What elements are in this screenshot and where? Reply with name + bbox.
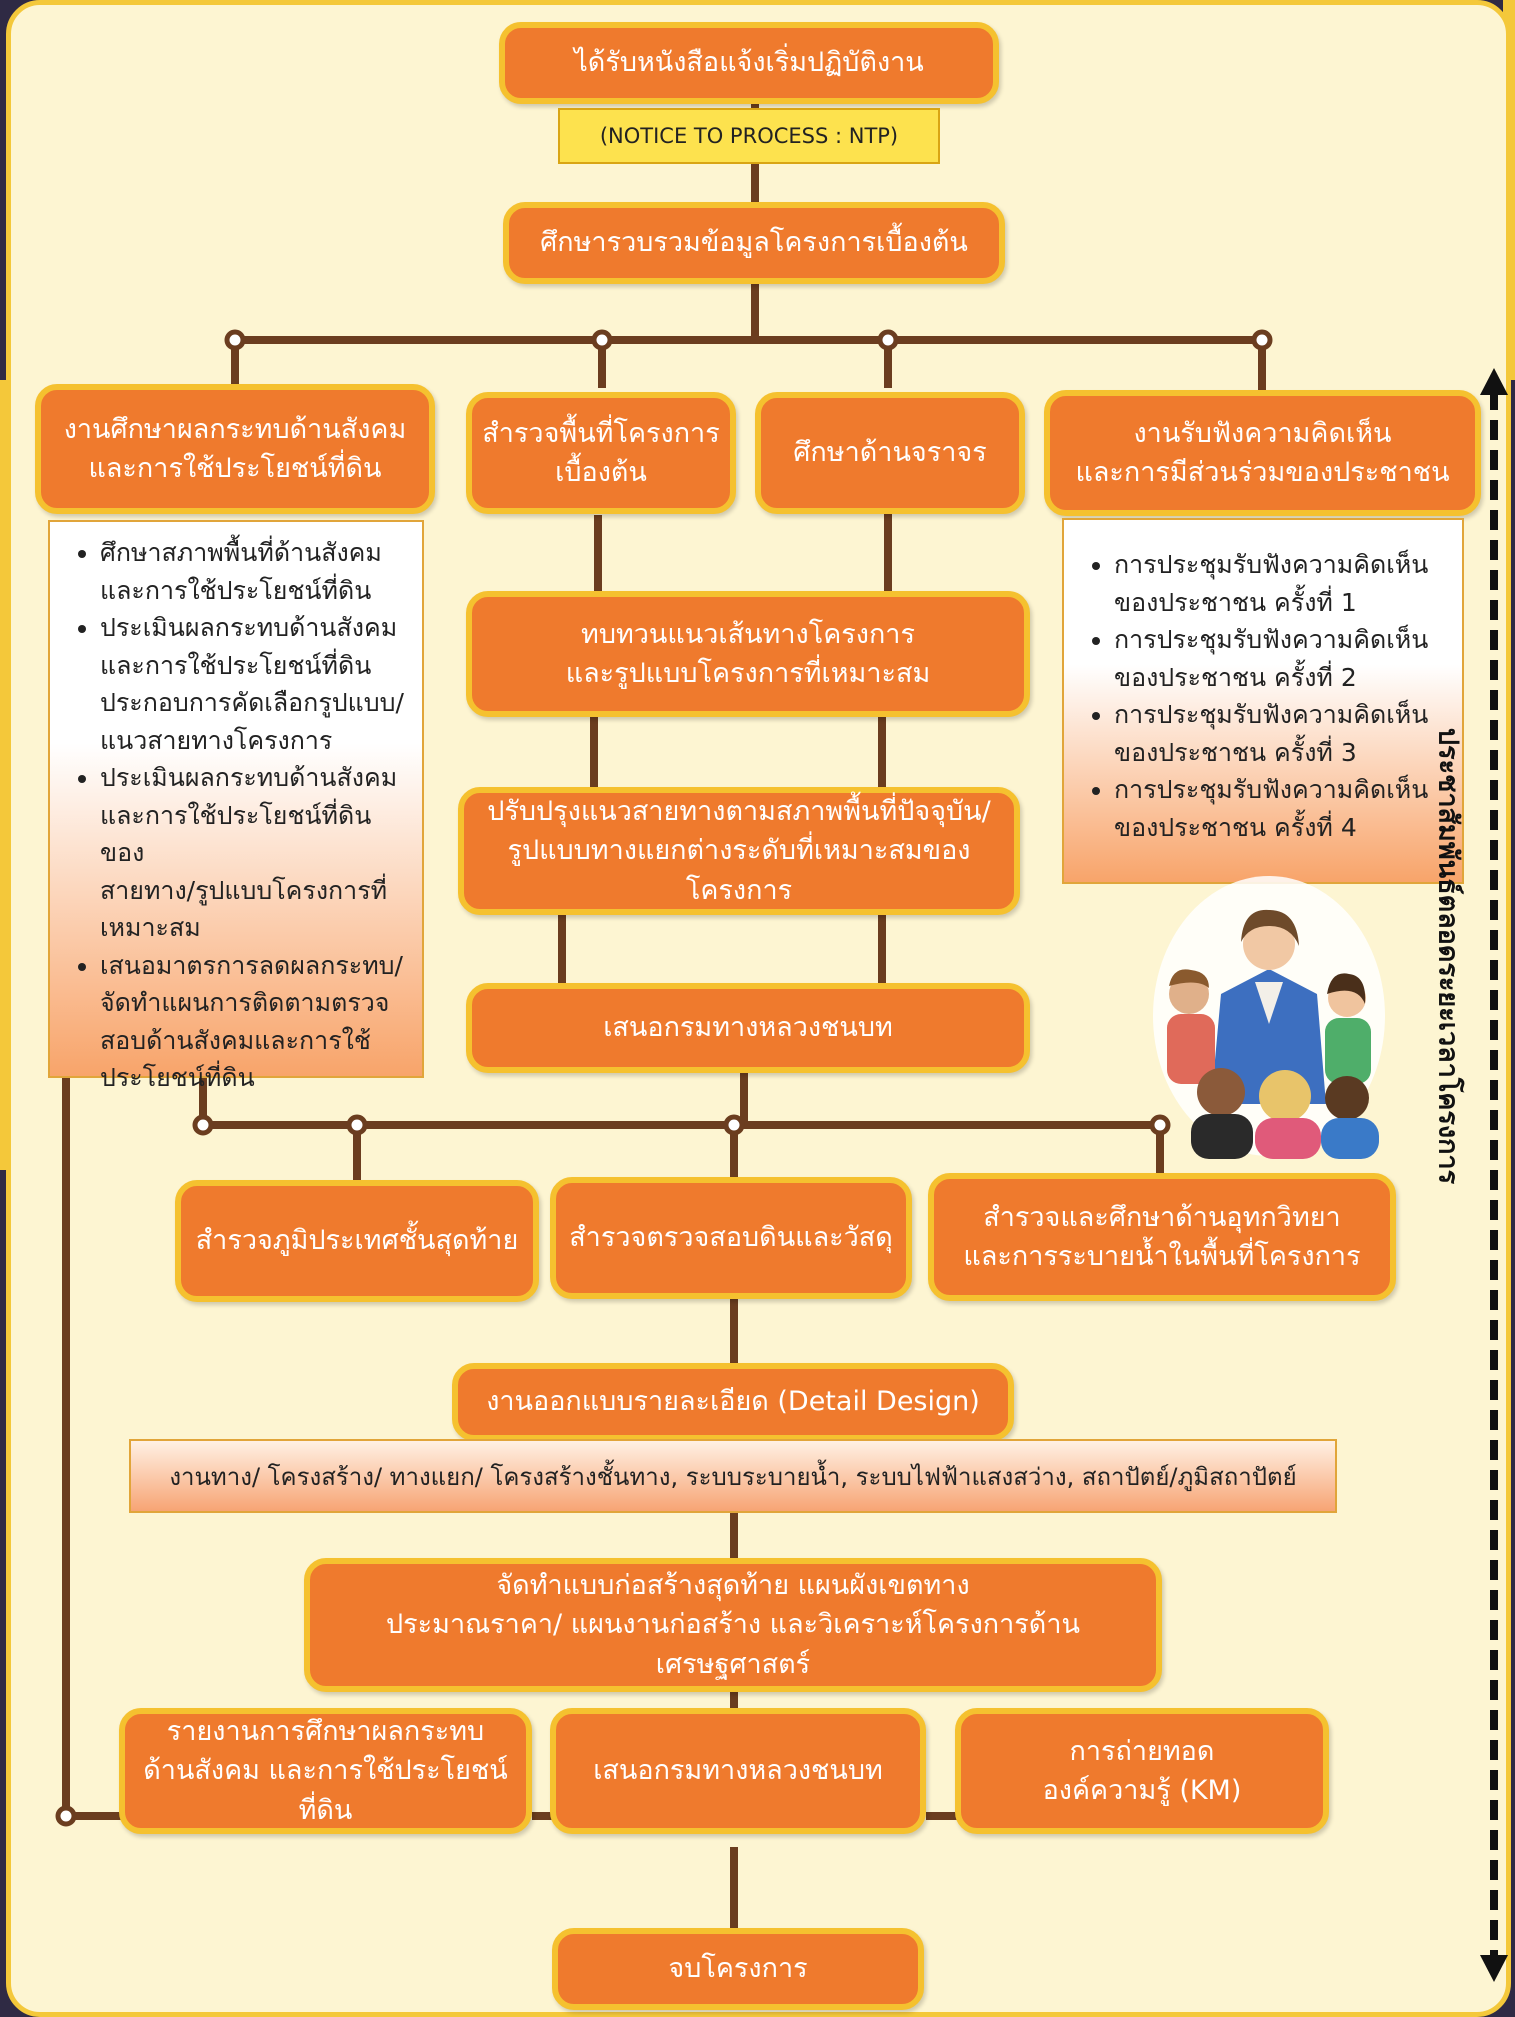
social-report-label: รายงานการศึกษาผลกระทบ ด้านสังคม และการใช…: [143, 1716, 508, 1826]
soil-survey-label: สำรวจตรวจสอบดินและวัสดุ: [569, 1222, 893, 1254]
social-tasks-list: ศึกษาสภาพพื้นที่ด้านสังคม และการใช้ประโย…: [48, 520, 424, 1092]
review-route-box: ทบทวนแนวเส้นทางโครงการ และรูปแบบโครงการท…: [466, 591, 1030, 717]
hearing-meetings-list: การประชุมรับฟังความคิดเห็น ของประชาชน คร…: [1062, 518, 1464, 884]
middle-connectors: [558, 510, 892, 985]
detail-design-items-label: งานทาง/ โครงสร้าง/ ทางแยก/ โครงสร้างชั้น…: [169, 1462, 1297, 1491]
detail-design-label: งานออกแบบรายละเอียด (Detail Design): [486, 1386, 980, 1418]
report-connectors: [62, 1075, 957, 1820]
improve-route-box: ปรับปรุงแนวสายทางตามสภาพพื้นที่ปัจจุบัน/…: [458, 787, 1020, 915]
collect-box: ศึกษารวบรวมข้อมูลโครงการเบื้องต้น: [503, 202, 1005, 284]
end-project-label: จบโครงการ: [668, 1953, 808, 1985]
collect-label: ศึกษารวบรวมข้อมูลโครงการเบื้องต้น: [540, 227, 968, 259]
social-task-item: เสนอมาตรการลดผลกระทบ/ จัดทำแผนการติดตามต…: [100, 947, 408, 1097]
social-study-box: งานศึกษาผลกระทบด้านสังคม และการใช้ประโยช…: [35, 384, 435, 514]
review-route-label: ทบทวนแนวเส้นทางโครงการ และรูปแบบโครงการท…: [565, 618, 931, 689]
hearing-meeting-item: การประชุมรับฟังความคิดเห็น ของประชาชน คร…: [1114, 771, 1448, 846]
end-project-box: จบโครงการ: [552, 1928, 924, 2010]
side-publicity-label: ประชาสัมพันธ์ตลอดระยะเวลาโครงการ: [1432, 727, 1464, 1185]
propose-department-box-1: เสนอกรมทางหลวงชนบท: [466, 983, 1030, 1073]
start-label: ได้รับหนังสือแจ้งเริ่มปฏิบัติงาน: [574, 47, 924, 79]
site-survey-box: สำรวจพื้นที่โครงการ เบื้องต้น: [466, 392, 736, 514]
site-survey-label: สำรวจพื้นที่โครงการ เบื้องต้น: [482, 417, 720, 488]
final-design-label: จัดทำแบบก่อสร้างสุดท้าย แผนผังเขตทาง ประ…: [386, 1570, 1080, 1680]
side-arrow: [1480, 368, 1508, 1982]
final-topo-survey-box: สำรวจภูมิประเทศชั้นสุดท้าย: [175, 1180, 539, 1302]
hearing-meeting-item: การประชุมรับฟังความคิดเห็น ของประชาชน คร…: [1114, 696, 1448, 771]
improve-route-label: ปรับปรุงแนวสายทางตามสภาพพื้นที่ปัจจุบัน/…: [487, 796, 991, 906]
hydrology-box: สำรวจและศึกษาด้านอุทกวิทยา และการระบายน้…: [928, 1173, 1396, 1301]
arrow-up-head: [1480, 368, 1508, 395]
social-task-item: ศึกษาสภาพพื้นที่ด้านสังคม และการใช้ประโย…: [100, 534, 408, 609]
traffic-box: ศึกษาด้านจราจร: [755, 392, 1025, 514]
people-meeting-illustration-icon: [1153, 876, 1385, 1159]
soil-survey-box: สำรวจตรวจสอบดินและวัสดุ: [550, 1177, 912, 1299]
social-task-item: ประเมินผลกระทบด้านสังคม และการใช้ประโยชน…: [100, 759, 408, 947]
hearing-meeting-item: การประชุมรับฟังความคิดเห็น ของประชาชน คร…: [1114, 546, 1448, 621]
start-box: ได้รับหนังสือแจ้งเริ่มปฏิบัติงาน: [499, 22, 999, 104]
ntp-label: (NOTICE TO PROCESS : NTP): [599, 124, 899, 148]
final-topo-survey-label: สำรวจภูมิประเทศชั้นสุดท้าย: [195, 1225, 519, 1257]
branch-drops-1: [231, 340, 1266, 392]
traffic-label: ศึกษาด้านจราจร: [793, 437, 987, 469]
social-report-box: รายงานการศึกษาผลกระทบ ด้านสังคม และการใช…: [119, 1708, 532, 1834]
detail-design-items: งานทาง/ โครงสร้าง/ ทางแยก/ โครงสร้างชั้น…: [129, 1439, 1337, 1513]
propose-department-label-2: เสนอกรมทางหลวงชนบท: [593, 1755, 883, 1787]
public-hearing-box: งานรับฟังความคิดเห็น และการมีส่วนร่วมของ…: [1044, 390, 1481, 516]
social-study-label: งานศึกษาผลกระทบด้านสังคม และการใช้ประโยช…: [63, 413, 407, 484]
junction-dots: [55, 329, 1273, 1827]
propose-department-box-2: เสนอกรมทางหลวงชนบท: [550, 1708, 926, 1834]
detail-design-box: งานออกแบบรายละเอียด (Detail Design): [452, 1363, 1014, 1441]
knowledge-transfer-label: การถ่ายทอด องค์ความรู้ (KM): [1042, 1735, 1242, 1806]
arrow-down-head: [1480, 1955, 1508, 1982]
social-task-item: ประเมินผลกระทบด้านสังคม และการใช้ประโยชน…: [100, 609, 408, 759]
hearing-meeting-item: การประชุมรับฟังความคิดเห็น ของประชาชน คร…: [1114, 621, 1448, 696]
ntp-box: (NOTICE TO PROCESS : NTP): [558, 108, 940, 164]
final-design-box: จัดทำแบบก่อสร้างสุดท้าย แผนผังเขตทาง ประ…: [304, 1558, 1162, 1692]
public-hearing-label: งานรับฟังความคิดเห็น และการมีส่วนร่วมของ…: [1075, 417, 1450, 488]
propose-department-label-1: เสนอกรมทางหลวงชนบท: [603, 1012, 893, 1044]
knowledge-transfer-box: การถ่ายทอด องค์ความรู้ (KM): [955, 1708, 1329, 1834]
hydrology-label: สำรวจและศึกษาด้านอุทกวิทยา และการระบายน้…: [963, 1201, 1361, 1272]
